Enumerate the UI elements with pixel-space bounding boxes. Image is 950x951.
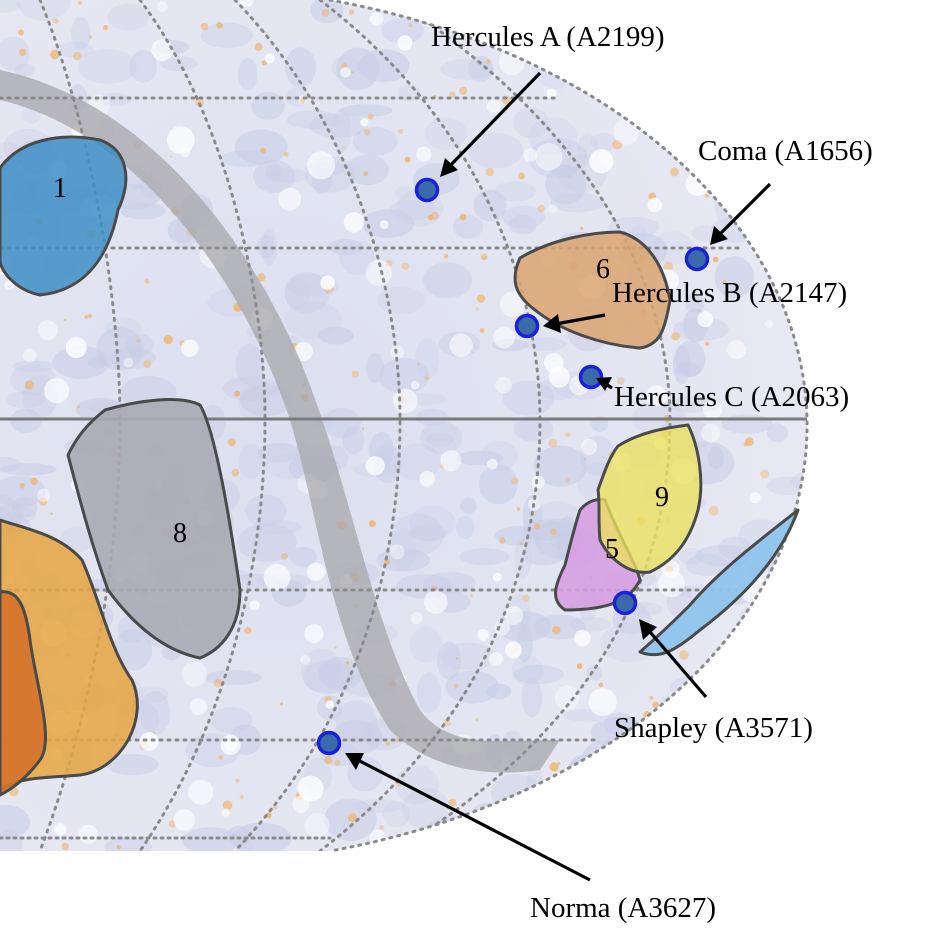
region-label-6: 6 — [596, 254, 610, 285]
marker-norma[interactable] — [316, 730, 342, 756]
marker-coma[interactable] — [684, 246, 710, 272]
region-label-5: 5 — [605, 534, 619, 565]
label-shapley: Shapley (A3571) — [614, 712, 813, 744]
sky-boundary — [328, 0, 809, 853]
region-orange-dark — [0, 590, 47, 797]
region-lightblue — [638, 508, 800, 657]
label-norma: Norma (A3627) — [530, 892, 716, 924]
arrows — [345, 71, 772, 882]
region-label-9: 9 — [655, 482, 669, 513]
region-9 — [596, 423, 703, 574]
region-8 — [66, 398, 242, 660]
region-1 — [0, 135, 128, 297]
marker-hercules-c[interactable] — [578, 364, 604, 390]
region-label-1: 1 — [53, 173, 67, 204]
label-hercules-c: Hercules C (A2063) — [614, 381, 849, 413]
sky-texture — [0, 0, 808, 851]
marker-hercules-a[interactable] — [414, 177, 440, 203]
label-coma: Coma (A1656) — [698, 135, 873, 167]
label-hercules-a: Hercules A (A2199) — [431, 21, 665, 53]
label-hercules-b: Hercules B (A2147) — [612, 277, 847, 309]
region-label-8: 8 — [173, 518, 187, 549]
marker-shapley[interactable] — [612, 590, 638, 616]
marker-hercules-b[interactable] — [514, 313, 540, 339]
